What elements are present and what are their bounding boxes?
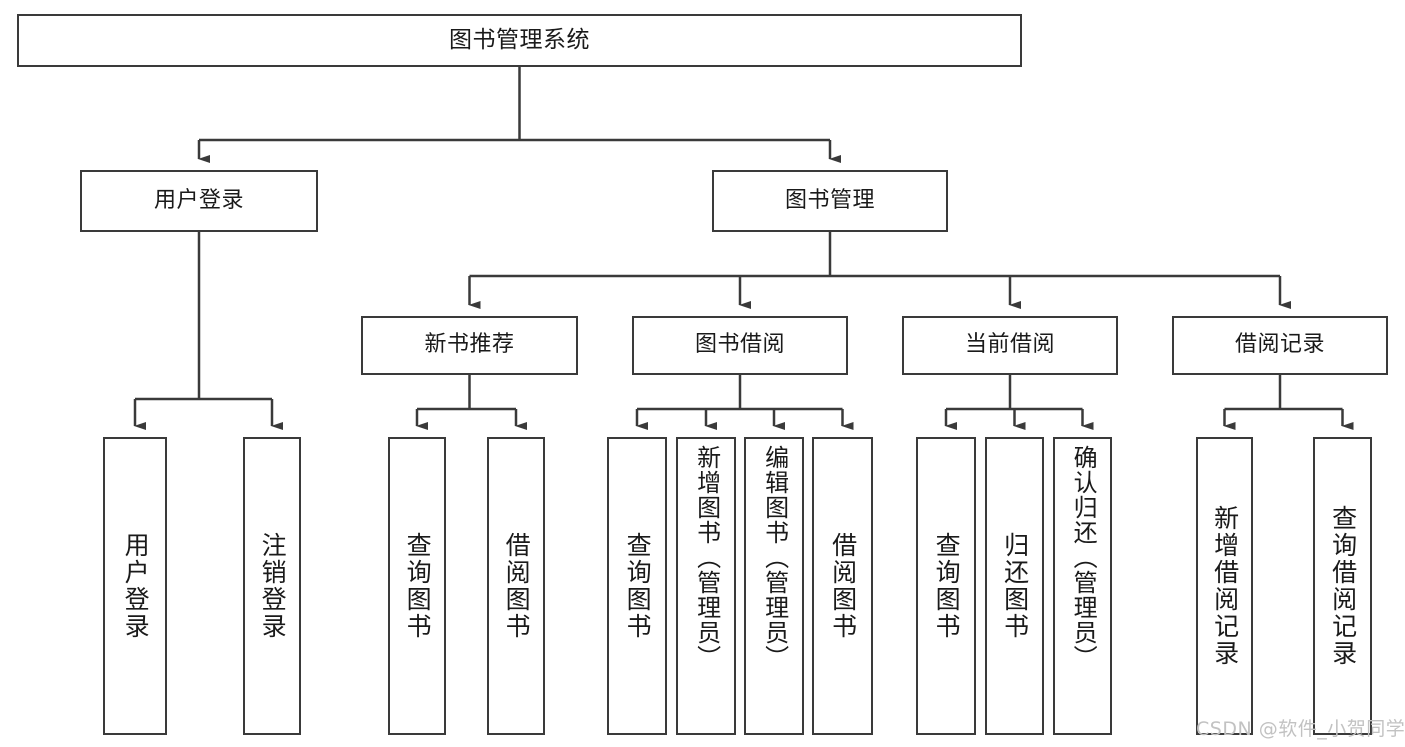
node-leaf-return-book[interactable]: 归还图书	[985, 437, 1044, 735]
node-book-manage[interactable]: 图书管理	[712, 170, 948, 232]
node-leaf-confirm-return-admin[interactable]: 确认归还（管理员）	[1053, 437, 1112, 735]
node-leaf-borrow-book-recommend-label: 借阅图书	[502, 532, 532, 640]
node-leaf-query-book-current-label: 查询图书	[932, 532, 962, 640]
node-leaf-confirm-return-admin-label: 确认归还（管理员）	[1069, 445, 1098, 670]
node-leaf-user-login-label: 用户登录	[121, 532, 151, 640]
node-new-book-recommend-label: 新书推荐	[424, 332, 515, 358]
node-root-label: 图书管理系统	[449, 26, 590, 53]
node-leaf-query-borrow-record-label: 查询借阅记录	[1328, 505, 1358, 667]
node-leaf-query-book-current[interactable]: 查询图书	[916, 437, 976, 735]
node-book-borrow[interactable]: 图书借阅	[632, 316, 848, 375]
watermark: CSDN @软件_小贺同学	[1196, 718, 1405, 740]
node-user-login[interactable]: 用户登录	[80, 170, 318, 232]
node-leaf-query-borrow-record[interactable]: 查询借阅记录	[1313, 437, 1372, 735]
node-leaf-borrow-book-recommend[interactable]: 借阅图书	[487, 437, 545, 735]
node-leaf-edit-book-admin[interactable]: 编辑图书（管理员）	[744, 437, 804, 735]
node-leaf-edit-book-admin-label: 编辑图书（管理员）	[760, 445, 789, 670]
node-leaf-borrow-book[interactable]: 借阅图书	[812, 437, 873, 735]
node-leaf-query-book-recommend[interactable]: 查询图书	[388, 437, 446, 735]
node-leaf-add-book-admin[interactable]: 新增图书（管理员）	[676, 437, 736, 735]
node-leaf-logout-login-label: 注销登录	[258, 532, 288, 640]
node-leaf-query-book-borrow[interactable]: 查询图书	[607, 437, 667, 735]
node-borrow-record-label: 借阅记录	[1234, 332, 1325, 358]
node-book-manage-label: 图书管理	[784, 187, 875, 213]
node-borrow-record[interactable]: 借阅记录	[1172, 316, 1388, 375]
node-leaf-user-login[interactable]: 用户登录	[103, 437, 167, 735]
node-leaf-add-book-admin-label: 新增图书（管理员）	[692, 445, 721, 670]
node-current-borrow-label: 当前借阅	[964, 332, 1055, 358]
node-leaf-add-borrow-record-label: 新增借阅记录	[1210, 505, 1240, 667]
node-new-book-recommend[interactable]: 新书推荐	[361, 316, 578, 375]
node-current-borrow[interactable]: 当前借阅	[902, 316, 1118, 375]
node-leaf-query-book-recommend-label: 查询图书	[403, 532, 433, 640]
node-leaf-borrow-book-label: 借阅图书	[828, 532, 858, 640]
node-leaf-query-book-borrow-label: 查询图书	[623, 532, 653, 640]
node-leaf-logout-login[interactable]: 注销登录	[243, 437, 301, 735]
node-book-borrow-label: 图书借阅	[694, 332, 785, 358]
node-leaf-add-borrow-record[interactable]: 新增借阅记录	[1196, 437, 1253, 735]
node-user-login-label: 用户登录	[153, 187, 244, 213]
node-root[interactable]: 图书管理系统	[17, 14, 1022, 67]
node-leaf-return-book-label: 归还图书	[1000, 532, 1030, 640]
